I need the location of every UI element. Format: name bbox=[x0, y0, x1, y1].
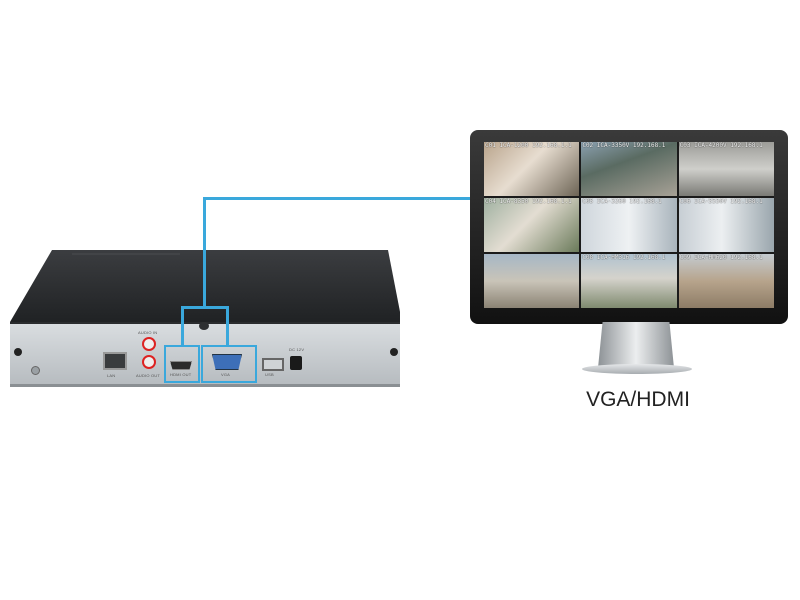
hdmi-highlight bbox=[164, 345, 200, 383]
connector-vertical bbox=[203, 197, 206, 308]
monitor-screen: C01 ICA-1200 192.168.1.1 C02 ICA-3350V 1… bbox=[484, 142, 774, 308]
audio-in-label: AUDIO IN bbox=[138, 330, 158, 335]
vga-highlight bbox=[201, 345, 257, 383]
camera-tile[interactable]: C01 ICA-1200 192.168.1.1 bbox=[484, 142, 580, 196]
usb-port[interactable] bbox=[262, 358, 284, 371]
audio-out-label: AUDIO OUT bbox=[136, 373, 161, 378]
screw-left bbox=[14, 348, 22, 356]
camera-label: C03 ICA-4200V 192.168.1 bbox=[679, 142, 763, 149]
lan-label: LAN bbox=[107, 373, 116, 378]
camera-label: C08 ICA-HM316 192.168.1 bbox=[582, 254, 666, 261]
audio-out-jack[interactable] bbox=[142, 355, 156, 369]
hdmi-label: HDMI OUT bbox=[170, 372, 192, 377]
vga-label: VGA bbox=[221, 372, 231, 377]
camera-tile[interactable]: C02 ICA-3350V 192.168.1 bbox=[581, 142, 677, 196]
screw-right bbox=[390, 348, 398, 356]
nvr-back-panel bbox=[10, 322, 400, 387]
camera-label: C04 ICA-8350 192.168.1.1 bbox=[485, 198, 572, 205]
camera-tile[interactable]: C05 ICA-3260 192.168.1 bbox=[581, 198, 677, 252]
connector-drop-hdmi bbox=[181, 306, 184, 346]
usb-label: USB bbox=[265, 372, 274, 377]
hdmi-port[interactable] bbox=[170, 361, 192, 370]
connector-knob bbox=[199, 322, 209, 330]
connector-drop-vga bbox=[226, 306, 229, 346]
camera-tile[interactable] bbox=[484, 254, 580, 308]
camera-label: C05 ICA-3260 192.168.1 bbox=[582, 198, 662, 205]
connector-bridge bbox=[181, 306, 229, 309]
camera-label: C01 ICA-1200 192.168.1.1 bbox=[485, 142, 572, 149]
camera-label: C06 ICA-5550V 192.168.1 bbox=[679, 198, 763, 205]
camera-tile[interactable]: C09 ICA-HM620 192.168.1 bbox=[678, 254, 774, 308]
camera-label: C09 ICA-HM620 192.168.1 bbox=[679, 254, 763, 261]
dc-jack[interactable] bbox=[290, 356, 302, 370]
monitor-stand-base bbox=[582, 364, 692, 374]
vga-port[interactable] bbox=[212, 354, 242, 370]
monitor-stand-neck bbox=[598, 322, 674, 368]
camera-tile[interactable]: C03 ICA-4200V 192.168.1 bbox=[678, 142, 774, 196]
connector-horizontal-top bbox=[203, 197, 473, 200]
lan-port[interactable] bbox=[103, 352, 127, 370]
camera-tile[interactable]: C06 ICA-5550V 192.168.1 bbox=[678, 198, 774, 252]
camera-tile[interactable]: C04 ICA-8350 192.168.1.1 bbox=[484, 198, 580, 252]
audio-in-jack[interactable] bbox=[142, 337, 156, 351]
camera-tile[interactable]: C08 ICA-HM316 192.168.1 bbox=[581, 254, 677, 308]
dc-label: DC 12V bbox=[289, 347, 305, 352]
ground-screw bbox=[31, 366, 40, 375]
camera-label: C02 ICA-3350V 192.168.1 bbox=[582, 142, 666, 149]
caption-text: VGA/HDMI bbox=[586, 388, 690, 411]
